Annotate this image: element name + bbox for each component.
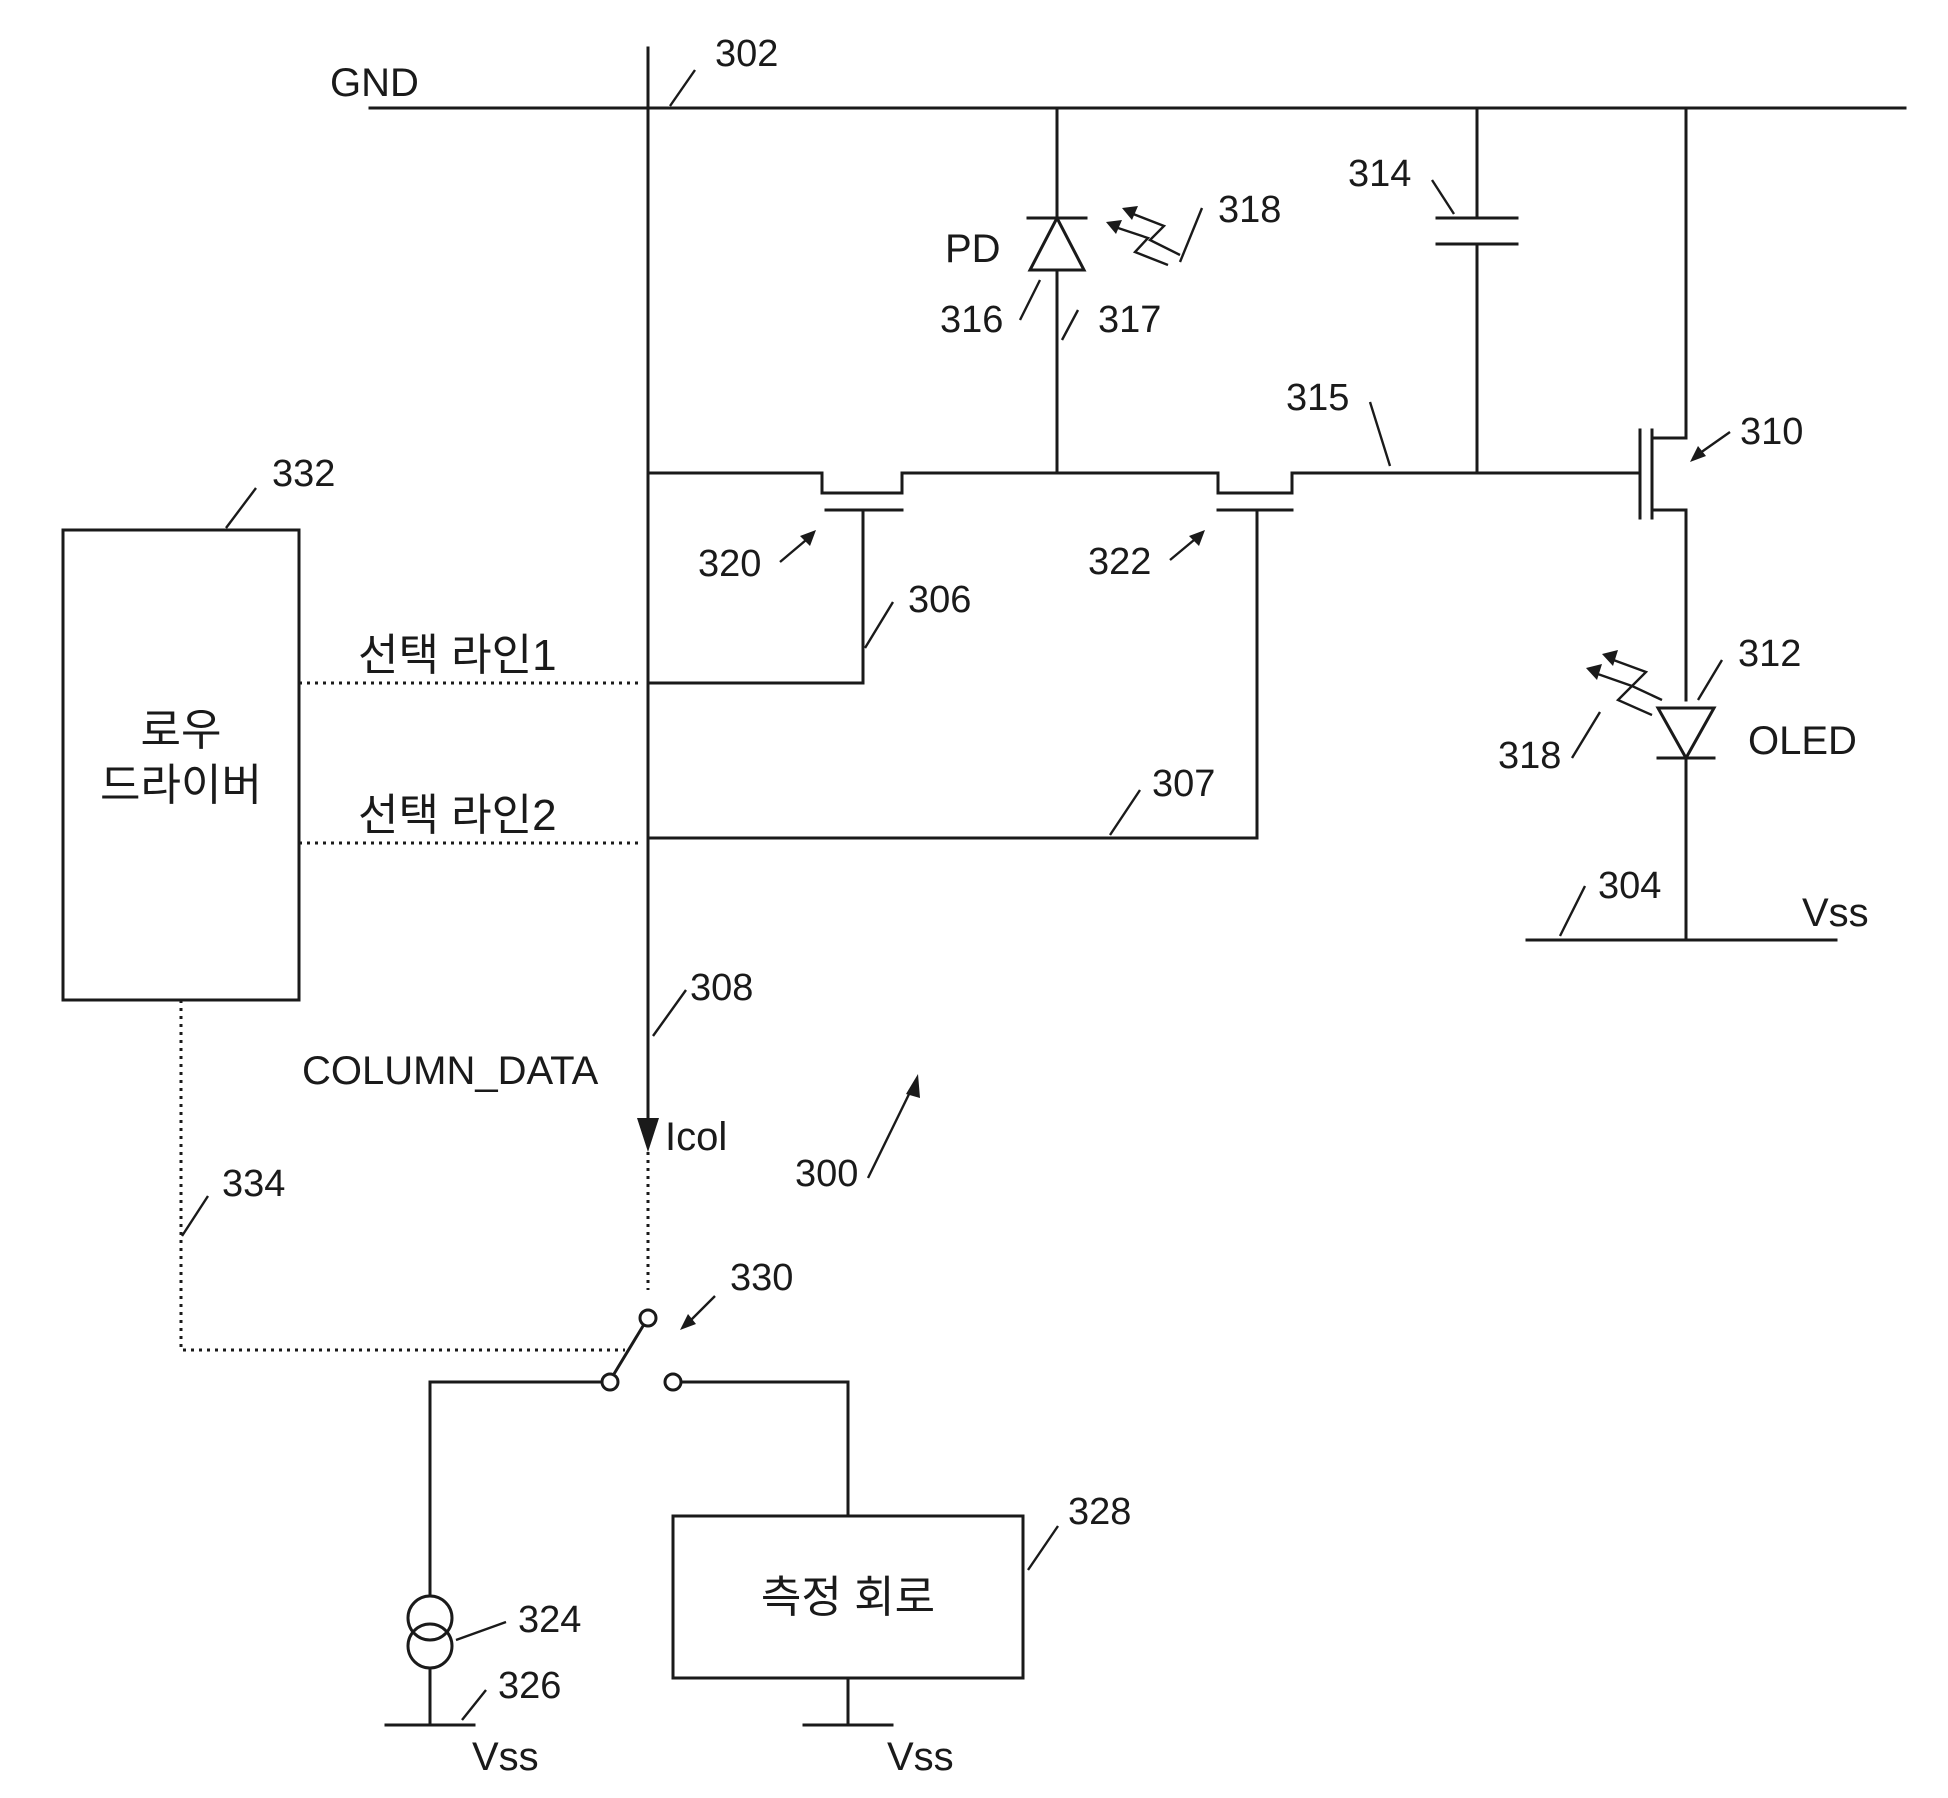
- ref-320: 320: [698, 543, 761, 585]
- pd-label: PD: [945, 227, 1001, 271]
- vss-label-measure: Vss: [887, 1735, 954, 1779]
- select-lines: 선택 라인1 선택 라인2: [299, 631, 640, 843]
- gate-node-315: 315: [1286, 377, 1390, 466]
- measurement-circuit-328: 측정 회로 Vss 328: [673, 1491, 1131, 1779]
- ref-332: 332: [272, 453, 335, 495]
- switch-terminal-source: [602, 1374, 618, 1390]
- select-line-1-label: 선택 라인1: [358, 631, 557, 680]
- drive-transistor-310: 310: [1640, 108, 1803, 700]
- ref-317: 317: [1098, 299, 1161, 341]
- figure-ref-300: 300: [795, 1074, 920, 1195]
- light-to-pd: 318: [1106, 189, 1281, 265]
- gnd-rail: GND 302: [330, 33, 1905, 108]
- switch-common-terminal: [640, 1310, 656, 1326]
- row-driver-label-2: 드라이버: [100, 761, 262, 810]
- capacitor-314: 314: [1348, 108, 1517, 473]
- light-from-oled: 318: [1498, 650, 1662, 777]
- light-ray-icon-oled: [1592, 672, 1652, 715]
- ref-326: 326: [498, 1665, 561, 1707]
- current-arrow-icon: [637, 1118, 659, 1152]
- gnd-label: GND: [330, 61, 419, 105]
- row-driver-332: 로우 드라이버 332: [63, 453, 335, 1000]
- vss-label-oled: Vss: [1802, 891, 1869, 935]
- ref-306: 306: [908, 579, 971, 621]
- tft-chain: [648, 473, 1640, 838]
- ref-302: 302: [715, 33, 778, 75]
- oled-label: OLED: [1748, 719, 1857, 763]
- photodiode: PD 316 317: [940, 108, 1161, 473]
- oled-icon: [1658, 708, 1714, 758]
- ref-334: 334: [222, 1163, 285, 1205]
- current-source-icon: [408, 1596, 452, 1640]
- ref-316: 316: [940, 299, 1003, 341]
- ref-300: 300: [795, 1153, 858, 1195]
- column-data-label: COLUMN_DATA: [302, 1049, 599, 1093]
- ref-315: 315: [1286, 377, 1349, 419]
- switch-tft-322: 322 307: [1088, 530, 1215, 835]
- ref-328: 328: [1068, 1491, 1131, 1533]
- ref-308: 308: [690, 967, 753, 1009]
- ref-312: 312: [1738, 633, 1801, 675]
- ref-322: 322: [1088, 541, 1151, 583]
- ref-324: 324: [518, 1599, 581, 1641]
- switch-terminal-measure: [665, 1374, 681, 1390]
- switch-blade: [614, 1326, 643, 1374]
- switch-tft-320: 320 306: [698, 530, 971, 648]
- icol-label: Icol: [665, 1115, 727, 1159]
- ref-318-oled: 318: [1498, 735, 1561, 777]
- ref-330: 330: [730, 1257, 793, 1299]
- current-source-324: 324 326 Vss: [386, 1596, 581, 1779]
- ref-314: 314: [1348, 153, 1411, 195]
- ref-318-pd: 318: [1218, 189, 1281, 231]
- vss-rail-304: 304 Vss: [1527, 865, 1869, 940]
- measurement-circuit-label: 측정 회로: [761, 1573, 935, 1622]
- row-driver-label-1: 로우: [141, 706, 222, 755]
- photodiode-icon: [1030, 218, 1084, 270]
- vss-label-source: Vss: [472, 1735, 539, 1779]
- ref-307: 307: [1152, 763, 1215, 805]
- select-line-2-label: 선택 라인2: [358, 791, 557, 840]
- ref-304: 304: [1598, 865, 1661, 907]
- ref-310: 310: [1740, 411, 1803, 453]
